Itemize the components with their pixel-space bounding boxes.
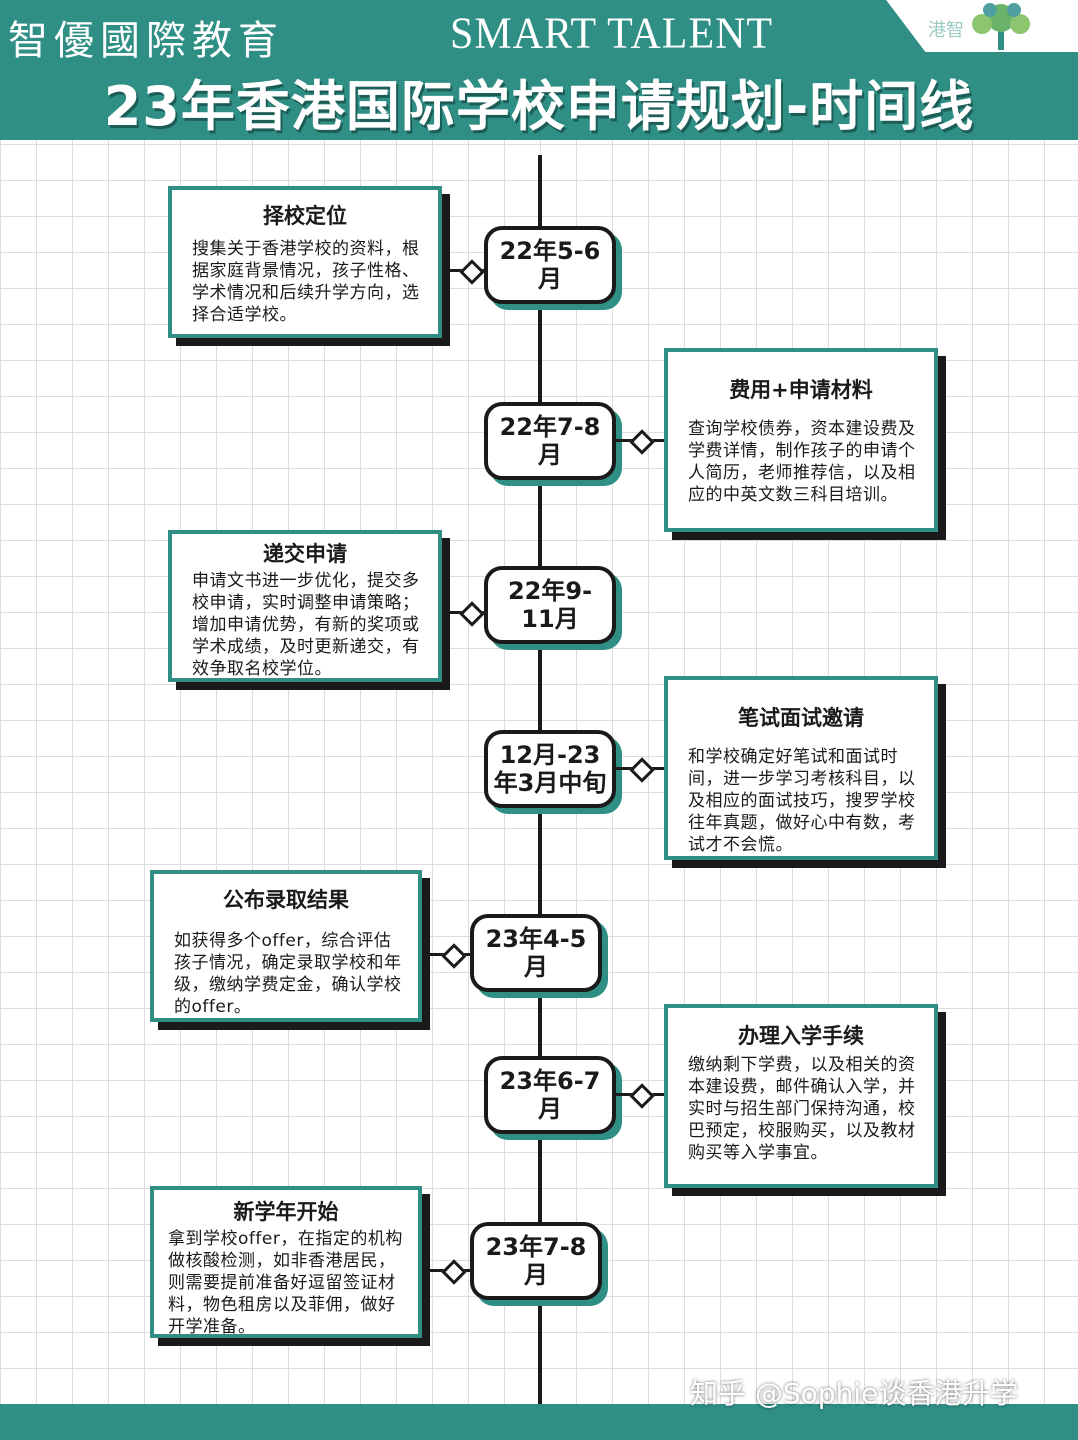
page-title: 23年香港国际学校申请规划-时间线 — [103, 75, 975, 138]
timeline-card-3: 递交申请 申请文书进一步优化，提交多校申请，实时调整申请策略；增加申请优势，有新… — [168, 530, 442, 682]
brand-chinese-name: 智優國際教育 — [8, 18, 284, 64]
diamond-marker-icon — [629, 429, 655, 455]
card-text: 申请文书进一步优化，提交多校申请，实时调整申请策略；增加申请优势，有新的奖项或学… — [192, 571, 420, 679]
card-title: 笔试面试邀请 — [738, 706, 864, 730]
card-text: 缴纳剩下学费，以及相关的资本建设费，邮件确认入学，并实时与招生部门保持沟通，校巴… — [688, 1055, 916, 1163]
timeline-card-6: 办理入学手续 缴纳剩下学费，以及相关的资本建设费，邮件确认入学，并实时与招生部门… — [664, 1004, 938, 1188]
date-badge-7: 23年7-8月 — [470, 1222, 602, 1300]
date-badge-6: 23年6-7月 — [484, 1056, 616, 1134]
date-badge-5: 23年4-5月 — [470, 914, 602, 992]
timeline-card-2: 费用+申请材料 查询学校债券，资本建设费及学费详情，制作孩子的申请个人简历，老师… — [664, 348, 938, 532]
brand-english-name: SMART TALENT — [450, 9, 774, 59]
date-badge-4: 12月-23年3月中旬 — [484, 730, 616, 808]
diamond-marker-icon — [441, 943, 467, 969]
diamond-marker-icon — [441, 1259, 467, 1285]
diamond-marker-icon — [459, 601, 485, 627]
card-title: 递交申请 — [263, 542, 347, 566]
header-banner: 智優國際教育 SMART TALENT 港智 23年香港国际学校申请规划-时间线 — [0, 0, 1078, 140]
logo-text: 港智 — [928, 20, 964, 41]
diamond-marker-icon — [629, 757, 655, 783]
date-badge-3: 22年9-11月 — [484, 566, 616, 644]
card-title: 公布录取结果 — [223, 888, 349, 912]
card-text: 和学校确定好笔试和面试时间，进一步学习考核科目，以及相应的面试技巧，搜罗学校往年… — [688, 747, 916, 855]
timeline-card-5: 公布录取结果 如获得多个offer，综合评估孩子情况，确定录取学校和年级，缴纳学… — [150, 870, 422, 1022]
source-watermark: 知乎 @Sophie谈香港升学 — [690, 1377, 1019, 1410]
tree-logo-icon — [972, 3, 1030, 50]
diamond-marker-icon — [459, 259, 485, 285]
diamond-marker-icon — [629, 1083, 655, 1109]
card-title: 择校定位 — [263, 204, 347, 228]
card-text: 搜集关于香港学校的资料，根据家庭背景情况，孩子性格、学术情况和后续升学方向，选择… — [192, 239, 420, 325]
card-text: 拿到学校offer，在指定的机构做核酸检测，如非香港居民，则需要提前准备好逗留签… — [168, 1229, 403, 1337]
timeline-card-1: 择校定位 搜集关于香港学校的资料，根据家庭背景情况，孩子性格、学术情况和后续升学… — [168, 186, 442, 338]
timeline-card-4: 笔试面试邀请 和学校确定好笔试和面试时间，进一步学习考核科目，以及相应的面试技巧… — [664, 676, 938, 860]
card-title: 新学年开始 — [233, 1200, 339, 1224]
footer-bar — [0, 1404, 1078, 1440]
card-text: 如获得多个offer，综合评估孩子情况，确定录取学校和年级，缴纳学费定金，确认学… — [174, 931, 402, 1017]
card-title: 办理入学手续 — [738, 1024, 864, 1048]
card-text: 查询学校债券，资本建设费及学费详情，制作孩子的申请个人简历，老师推荐信，以及相应… — [688, 419, 916, 505]
date-badge-1: 22年5-6月 — [484, 226, 616, 304]
timeline-card-7: 新学年开始 拿到学校offer，在指定的机构做核酸检测，如非香港居民，则需要提前… — [150, 1186, 422, 1338]
card-title: 费用+申请材料 — [729, 378, 873, 402]
date-badge-2: 22年7-8月 — [484, 402, 616, 480]
